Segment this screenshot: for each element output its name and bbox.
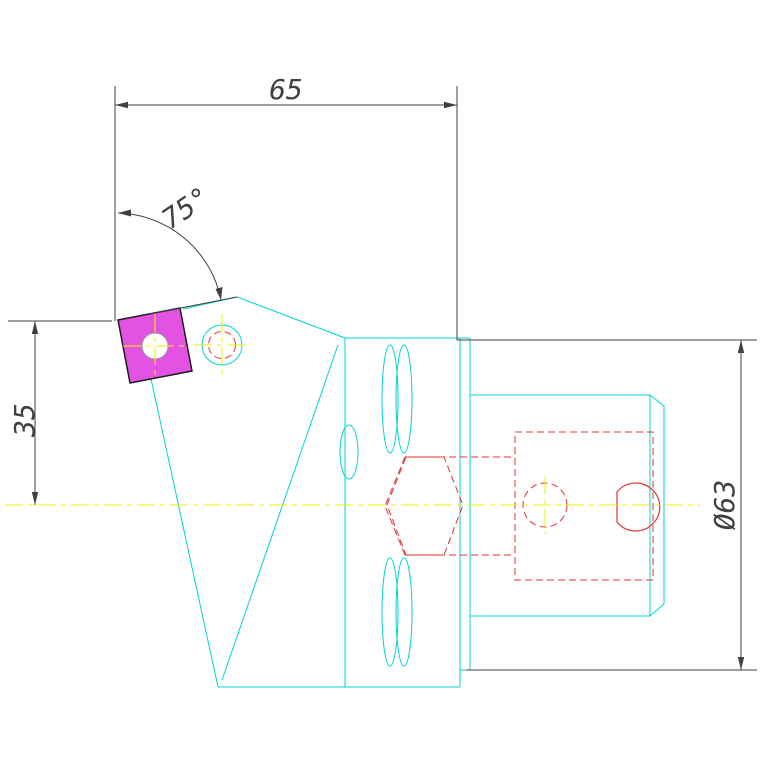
dim-diameter: Ø63 <box>457 339 757 671</box>
tool-head-outline <box>147 296 460 688</box>
dim-width-arrow-right <box>444 101 457 109</box>
head-oval-recess <box>339 424 359 480</box>
head-face-diagonal <box>221 344 339 681</box>
dim-angle-label: 75° <box>155 180 215 236</box>
cutting-insert <box>117 307 193 384</box>
dim-angle: 75° <box>117 180 238 315</box>
dim-width-arrow-left <box>115 101 128 109</box>
counterbore-rect <box>514 431 654 581</box>
drill-cone <box>384 456 406 556</box>
dim-height-label: 35 <box>8 403 41 438</box>
dim-diameter-arrow-top <box>737 340 745 353</box>
bottom-slot-left <box>381 557 399 667</box>
dim-height-arrow-top <box>31 321 39 334</box>
dim-diameter-arrow-bottom <box>737 657 745 670</box>
dim-height: 35 <box>8 320 112 505</box>
dim-diameter-label: Ø63 <box>708 480 741 531</box>
head-left-edge <box>147 364 219 688</box>
angle-arrow-top <box>118 209 131 217</box>
bottom-slot-right <box>395 557 413 667</box>
hex-socket <box>386 456 464 556</box>
head-top-right-edge <box>182 296 346 687</box>
locking-cam-profile <box>616 482 661 532</box>
angle-arc <box>117 212 222 301</box>
top-slot-right <box>395 344 413 454</box>
centerlines <box>5 314 700 534</box>
hidden-features <box>208 331 661 581</box>
dim-height-arrow-bottom <box>31 492 39 505</box>
dim-width-label: 65 <box>269 73 303 106</box>
dim-width: 65 <box>114 73 458 340</box>
shank-outline <box>345 337 665 687</box>
cylinder-outline <box>470 394 665 617</box>
angle-reference-line <box>149 296 238 315</box>
top-slot-left <box>381 344 399 454</box>
angle-arrow-bottom <box>215 287 223 300</box>
